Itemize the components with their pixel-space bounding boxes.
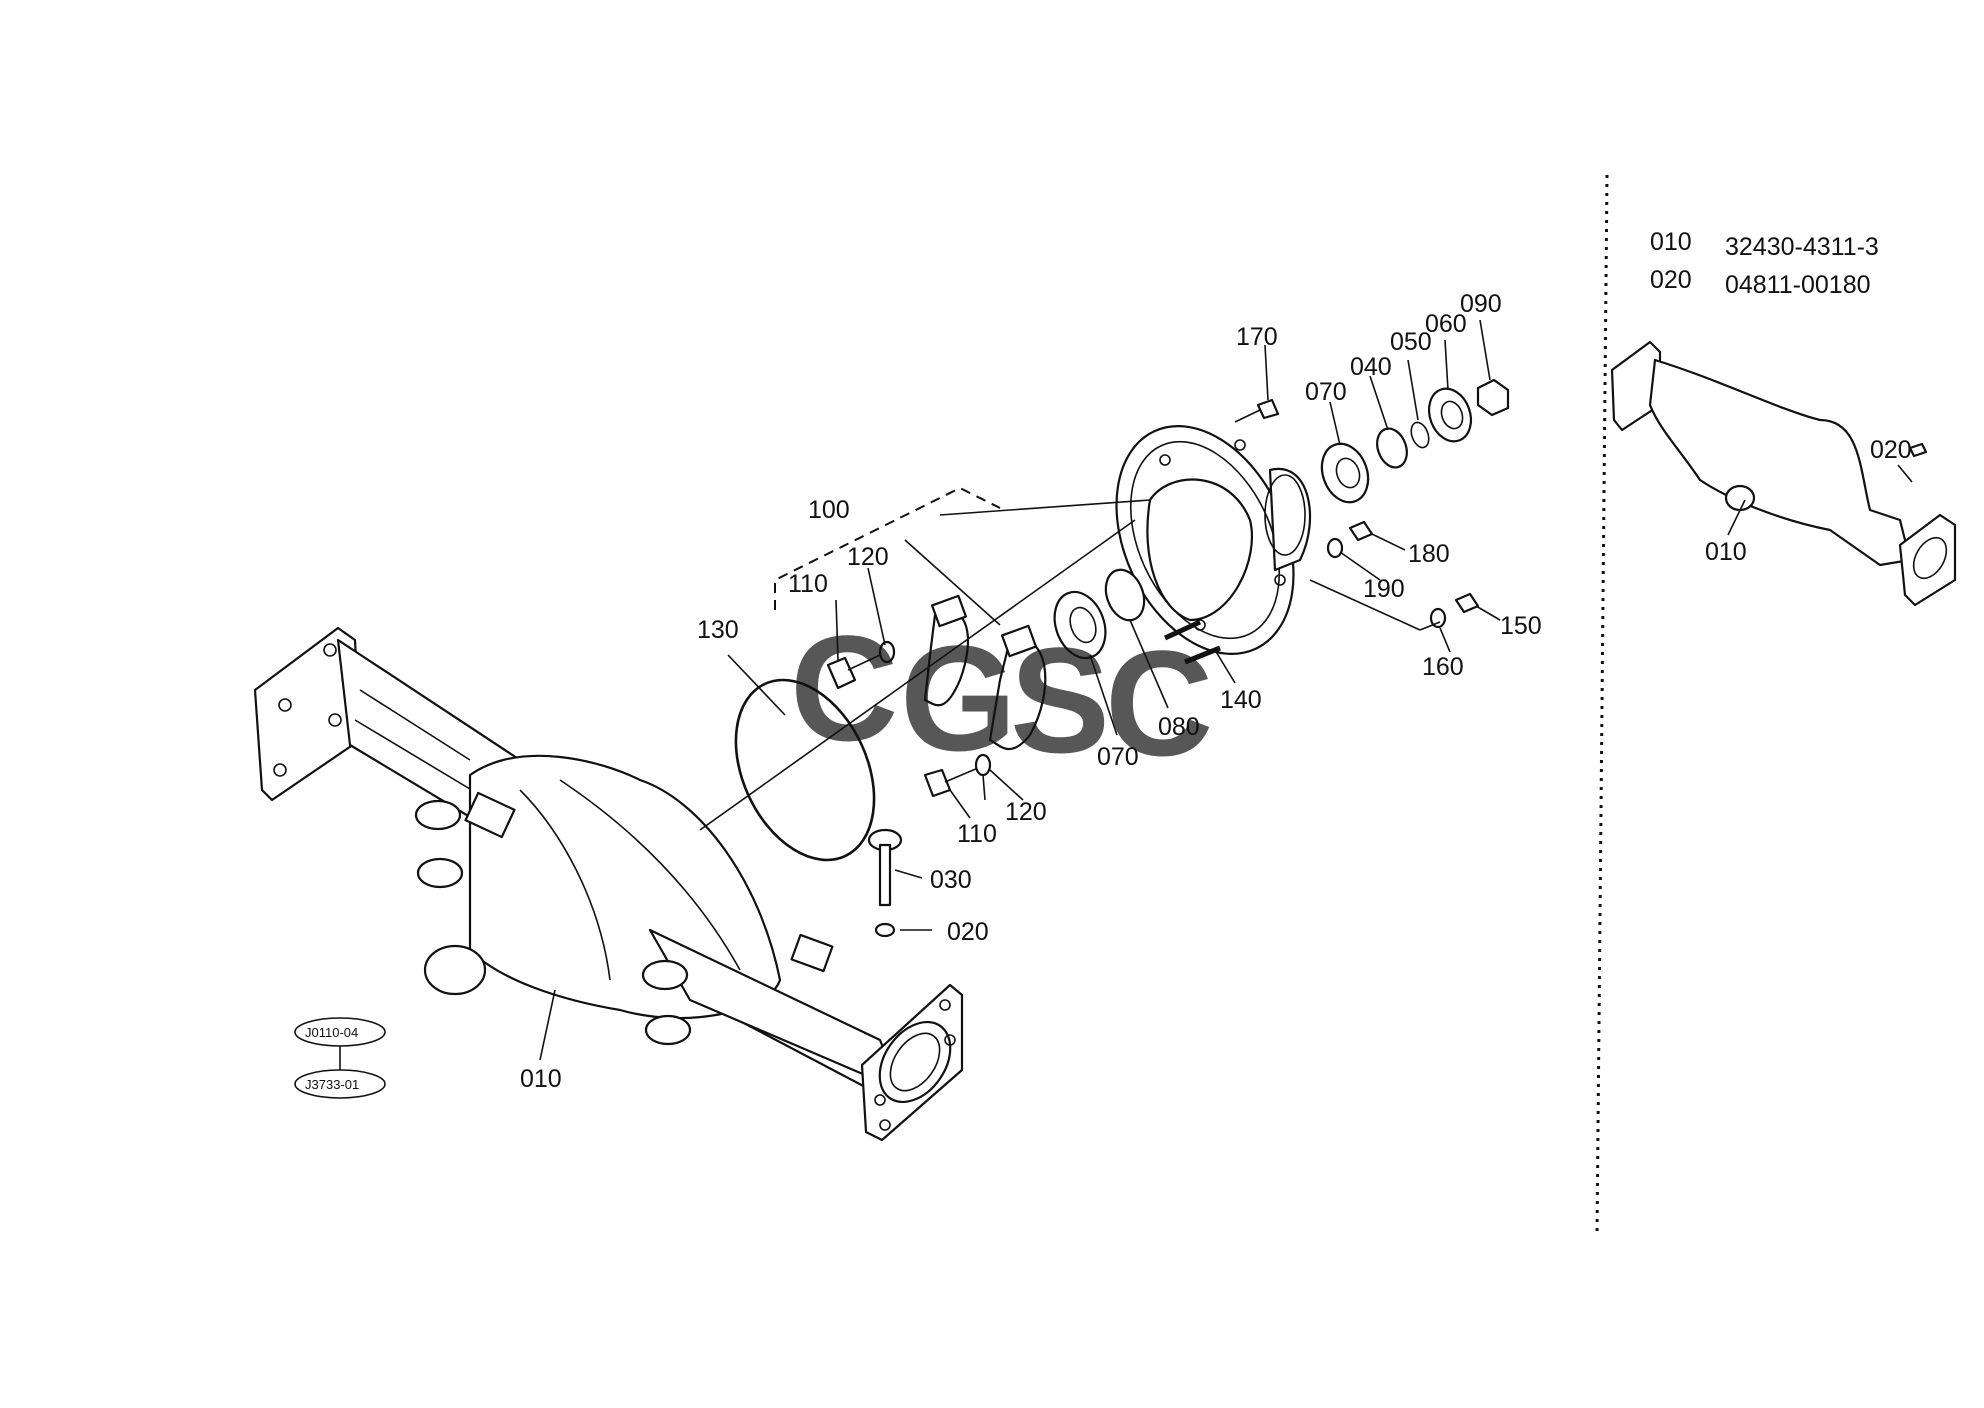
axle-housing-drawing — [253, 626, 964, 1142]
callout-120-upper: 120 — [847, 543, 889, 571]
hub-housing-drawing — [1115, 425, 1312, 655]
washer-190 — [1326, 537, 1344, 559]
group-bracket-100 — [774, 486, 1001, 610]
ref-code-lower: J3733-01 — [305, 1077, 359, 1092]
callout-100: 100 — [808, 496, 850, 524]
callout-030: 030 — [930, 866, 972, 894]
washer-020 — [874, 922, 896, 938]
callout-060: 060 — [1425, 310, 1467, 338]
callout-190: 190 — [1363, 575, 1405, 603]
callout-140: 140 — [1220, 686, 1262, 714]
inset-callout-020: 020 — [1870, 436, 1912, 464]
parts-row-1-ref: 010 — [1650, 228, 1692, 256]
nut-150 — [1454, 592, 1480, 614]
bolt-170 — [1234, 398, 1280, 423]
watermark-letter-4: C — [1105, 619, 1213, 787]
bearing-070-upper — [1320, 442, 1370, 504]
o-ring-130 — [734, 678, 876, 862]
callout-160: 160 — [1422, 653, 1464, 681]
callout-080: 080 — [1158, 713, 1200, 741]
bolt-110-upper — [826, 654, 881, 690]
watermark-letter-2: G — [900, 614, 1017, 782]
inset-callout-010: 010 — [1705, 538, 1747, 566]
washer-120-upper — [878, 640, 896, 664]
watermark: C G S C — [790, 604, 1213, 787]
callout-120-lower: 120 — [1005, 798, 1047, 826]
callout-050: 050 — [1390, 328, 1432, 356]
split-collar-drawing — [923, 594, 1047, 750]
callout-180: 180 — [1408, 540, 1450, 568]
callout-010: 010 — [520, 1065, 562, 1093]
callout-110-upper: 110 — [788, 570, 828, 598]
nut-090 — [1476, 378, 1510, 417]
bolt-110-lower — [923, 767, 979, 798]
callout-070-upper: 070 — [1305, 378, 1347, 406]
drain-plug-030 — [867, 828, 903, 907]
section-divider — [1595, 174, 1609, 1236]
callout-130: 130 — [697, 616, 739, 644]
bearing-070-lower — [1053, 590, 1107, 660]
leader-lines — [539, 319, 1501, 1061]
callout-090: 090 — [1460, 290, 1502, 318]
ring-050 — [1410, 421, 1430, 449]
callout-020: 020 — [947, 918, 989, 946]
spacer-040 — [1376, 427, 1408, 469]
stud-140-b — [1184, 645, 1221, 665]
callout-150: 150 — [1500, 612, 1542, 640]
ref-code-upper: J0110-04 — [305, 1025, 358, 1040]
ring-080 — [1104, 568, 1146, 622]
parts-row-2-number: 04811-00180 — [1725, 271, 1871, 299]
seal-060 — [1427, 387, 1473, 443]
stud-140-a — [1163, 619, 1202, 641]
plug-180 — [1348, 520, 1374, 542]
inset-housing-drawing — [1610, 340, 1957, 607]
watermark-letter-3: S — [1010, 616, 1110, 784]
callout-110-lower: 110 — [957, 820, 997, 848]
parts-table: 010 32430-4311-3 020 04811-00180 — [1650, 228, 1879, 299]
washer-160 — [1429, 607, 1447, 629]
parts-row-1-number: 32430-4311-3 — [1725, 233, 1879, 261]
callout-170: 170 — [1236, 323, 1278, 351]
callout-040: 040 — [1350, 353, 1392, 381]
callout-070-lower: 070 — [1097, 743, 1139, 771]
watermark-letter-1: C — [790, 604, 898, 772]
reference-codes: J0110-04 J3733-01 — [294, 1017, 386, 1099]
parts-row-2-ref: 020 — [1650, 266, 1692, 294]
